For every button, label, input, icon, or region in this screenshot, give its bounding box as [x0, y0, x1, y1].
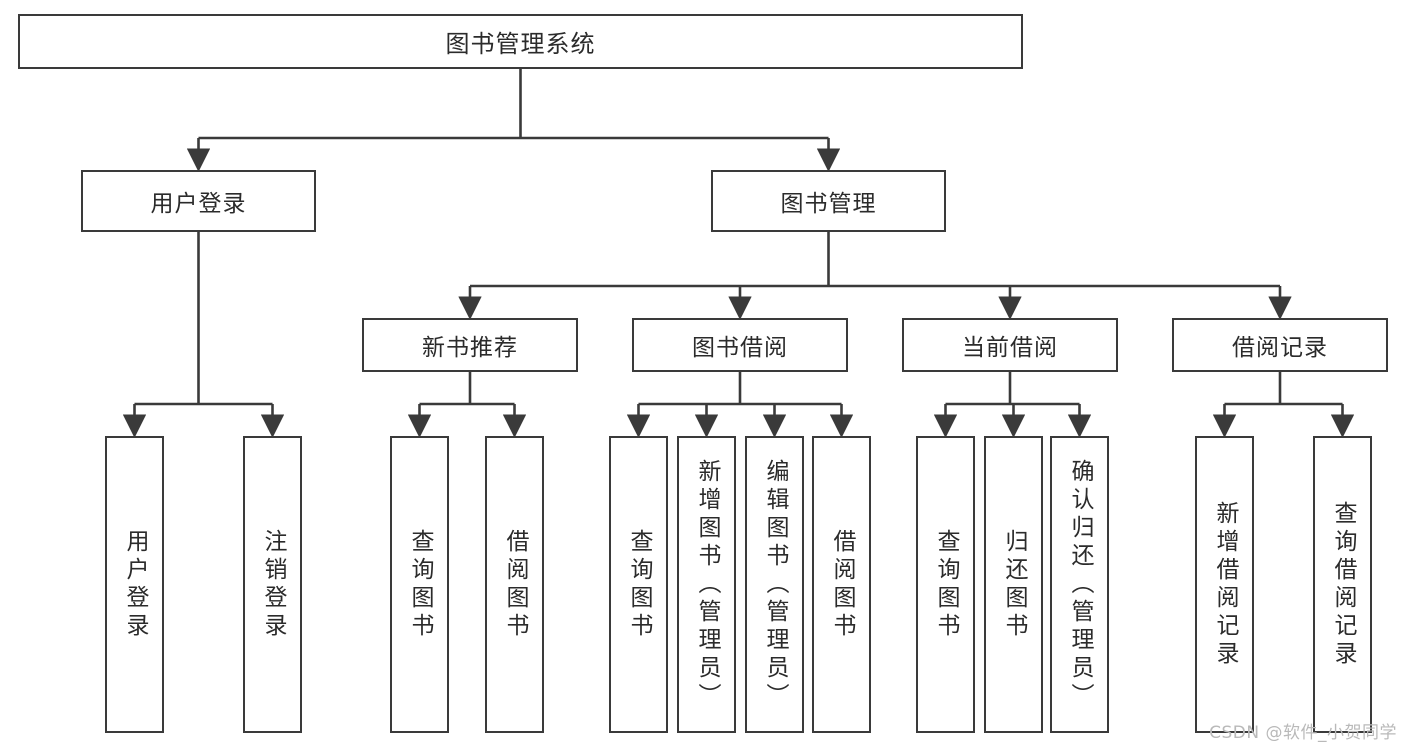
- node-leaf_7: 借阅图书: [812, 436, 871, 733]
- node-label: 图书管理系统: [445, 30, 596, 58]
- node-label: 当前借阅: [962, 335, 1058, 361]
- node-label: 借阅图书: [502, 528, 528, 641]
- node-label: 图书管理: [780, 191, 877, 217]
- node-leaf_0: 用户登录: [105, 436, 164, 733]
- node-leaf_12: 查询借阅记录: [1313, 436, 1372, 733]
- node-l3_1: 图书借阅: [632, 318, 848, 372]
- node-l2_0: 用户登录: [81, 170, 316, 232]
- node-root: 图书管理系统: [18, 14, 1023, 69]
- node-leaf_10: 确认归还（管理员）: [1050, 436, 1109, 733]
- node-label: 用户登录: [122, 528, 148, 641]
- node-label: 查询图书: [407, 528, 433, 641]
- node-label: 借阅图书: [829, 528, 855, 641]
- node-label: 归还图书: [1001, 528, 1027, 641]
- node-leaf_1: 注销登录: [243, 436, 302, 733]
- node-label: 注销登录: [260, 528, 286, 641]
- node-label: 新增图书（管理员）: [694, 458, 720, 711]
- node-leaf_6: 编辑图书（管理员）: [745, 436, 804, 733]
- node-label: 查询借阅记录: [1330, 500, 1356, 669]
- node-leaf_9: 归还图书: [984, 436, 1043, 733]
- node-label: 新增借阅记录: [1212, 500, 1238, 669]
- node-leaf_11: 新增借阅记录: [1195, 436, 1254, 733]
- node-leaf_5: 新增图书（管理员）: [677, 436, 736, 733]
- node-leaf_8: 查询图书: [916, 436, 975, 733]
- node-label: 确认归还（管理员）: [1067, 458, 1093, 711]
- node-leaf_2: 查询图书: [390, 436, 449, 733]
- node-label: 查询图书: [626, 528, 652, 641]
- node-leaf_4: 查询图书: [609, 436, 668, 733]
- node-label: 图书借阅: [692, 335, 788, 361]
- node-leaf_3: 借阅图书: [485, 436, 544, 733]
- node-label: 编辑图书（管理员）: [762, 458, 788, 711]
- node-l3_0: 新书推荐: [362, 318, 578, 372]
- node-label: 新书推荐: [422, 335, 518, 361]
- node-l2_1: 图书管理: [711, 170, 946, 232]
- node-l3_3: 借阅记录: [1172, 318, 1388, 372]
- node-label: 查询图书: [933, 528, 959, 641]
- node-label: 用户登录: [150, 191, 247, 217]
- watermark-label: CSDN @软件_小贺同学: [1209, 723, 1397, 743]
- node-label: 借阅记录: [1232, 335, 1328, 361]
- node-l3_2: 当前借阅: [902, 318, 1118, 372]
